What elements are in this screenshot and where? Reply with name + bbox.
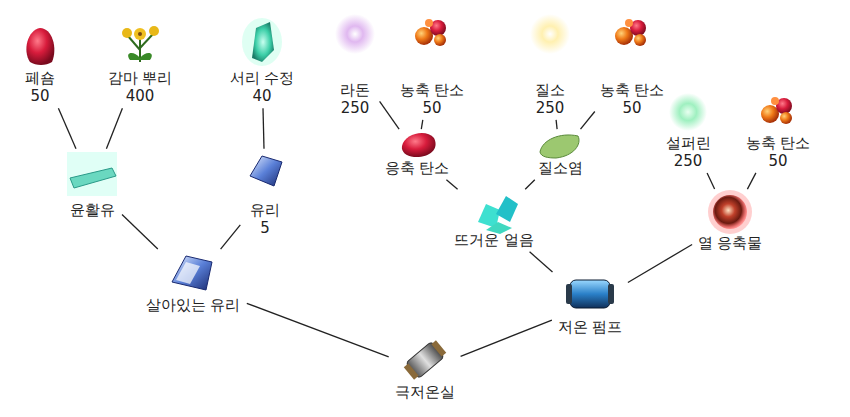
item-name: 농축 탄소 xyxy=(600,81,665,99)
connector-line xyxy=(221,225,241,249)
connector-line xyxy=(446,180,457,190)
item-name: 윤활유 xyxy=(70,201,115,219)
item-node: 살아있는 유리 xyxy=(142,250,245,316)
connector-line xyxy=(247,303,389,357)
text-line: 감마 뿌리 xyxy=(104,69,177,87)
item-node: 뜨거운 얼음 xyxy=(450,190,538,251)
item-name: 설퍼린 xyxy=(666,134,711,152)
text-line: 5 xyxy=(241,219,289,237)
text-line: 설퍼린 xyxy=(662,134,715,152)
item-node: 감마 뿌리400 xyxy=(104,20,177,107)
text-line: 열 응축물 xyxy=(694,234,767,252)
text-line: 250 xyxy=(662,152,715,170)
connector-line xyxy=(58,108,76,149)
text-line: 살아있는 유리 xyxy=(142,296,245,314)
item-quantity: 50 xyxy=(422,99,441,117)
item-node: 극저온실 xyxy=(391,338,459,403)
connector-line xyxy=(707,173,715,189)
item-name: 뜨거운 얼음 xyxy=(454,231,534,249)
text-line: 50 xyxy=(596,99,669,117)
item-node: 페숌50 xyxy=(16,25,64,107)
item-quantity: 250 xyxy=(341,99,370,117)
text-line: 저온 펌프 xyxy=(554,318,627,336)
connector-line xyxy=(380,101,400,129)
connector-line xyxy=(628,245,692,283)
item-name: 페숌 xyxy=(25,69,55,87)
item-name: 유리 xyxy=(250,201,280,219)
item-quantity: 250 xyxy=(674,152,703,170)
text-line: 농축 탄소 xyxy=(596,81,669,99)
text-line: 질소염 xyxy=(534,159,587,177)
item-quantity: 250 xyxy=(536,99,565,117)
item-node: 서리 수정40 xyxy=(226,18,299,107)
item-node: 질소염 xyxy=(534,130,587,179)
item-node: 유리5 xyxy=(241,150,289,239)
item-name: 농축 탄소 xyxy=(746,134,811,152)
item-name: 농축 탄소 xyxy=(400,81,465,99)
text-line: 윤활유 xyxy=(63,201,121,219)
connector-line xyxy=(525,180,535,190)
text-line: 뜨거운 얼음 xyxy=(450,231,538,249)
text-line: 400 xyxy=(104,87,177,105)
connector-line xyxy=(556,120,557,129)
connector-line xyxy=(263,108,264,148)
item-node: 질소250 xyxy=(526,14,574,119)
item-name: 응축 탄소 xyxy=(385,159,450,177)
item-name: 극저온실 xyxy=(395,383,455,401)
text-line: 50 xyxy=(16,87,64,105)
item-quantity: 50 xyxy=(30,87,49,105)
text-line: 농축 탄소 xyxy=(742,134,815,152)
item-name: 저온 펌프 xyxy=(558,318,623,336)
connector-line xyxy=(106,108,122,149)
item-node: 응축 탄소 xyxy=(381,130,454,179)
item-node: 농축 탄소50 xyxy=(742,90,815,172)
text-line: 농축 탄소 xyxy=(396,81,469,99)
text-line: 질소 xyxy=(526,81,574,99)
item-quantity: 50 xyxy=(622,99,641,117)
connector-line xyxy=(421,120,423,129)
connector-line xyxy=(530,252,553,272)
item-node: 농축 탄소50 xyxy=(596,12,669,119)
item-node: 윤활유 xyxy=(63,150,121,221)
item-name: 서리 수정 xyxy=(230,69,295,87)
item-quantity: 400 xyxy=(126,87,155,105)
item-name: 살아있는 유리 xyxy=(146,296,241,314)
connector-line xyxy=(122,215,158,250)
item-name: 질소 xyxy=(535,81,565,99)
text-line: 응축 탄소 xyxy=(381,159,454,177)
item-node: 열 응축물 xyxy=(694,190,767,254)
item-node: 라돈250 xyxy=(331,14,379,119)
text-line: 50 xyxy=(396,99,469,117)
item-name: 감마 뿌리 xyxy=(108,69,173,87)
text-line: 유리 xyxy=(241,201,289,219)
item-quantity: 5 xyxy=(260,219,270,237)
item-name: 라돈 xyxy=(340,81,370,99)
item-name: 질소염 xyxy=(538,159,583,177)
item-name: 열 응축물 xyxy=(698,234,763,252)
item-quantity: 50 xyxy=(768,152,787,170)
item-node: 농축 탄소50 xyxy=(396,12,469,119)
connector-line xyxy=(747,173,756,189)
text-line: 페숌 xyxy=(16,69,64,87)
connector-line xyxy=(461,320,552,356)
item-node: 저온 펌프 xyxy=(554,272,627,338)
text-line: 50 xyxy=(742,152,815,170)
text-line: 서리 수정 xyxy=(226,69,299,87)
text-line: 250 xyxy=(526,99,574,117)
text-line: 극저온실 xyxy=(391,383,459,401)
text-line: 40 xyxy=(226,87,299,105)
text-line: 라돈 xyxy=(331,81,379,99)
item-quantity: 40 xyxy=(252,87,271,105)
item-node: 설퍼린250 xyxy=(662,92,715,172)
connector-line xyxy=(581,112,595,130)
text-line: 250 xyxy=(331,99,379,117)
